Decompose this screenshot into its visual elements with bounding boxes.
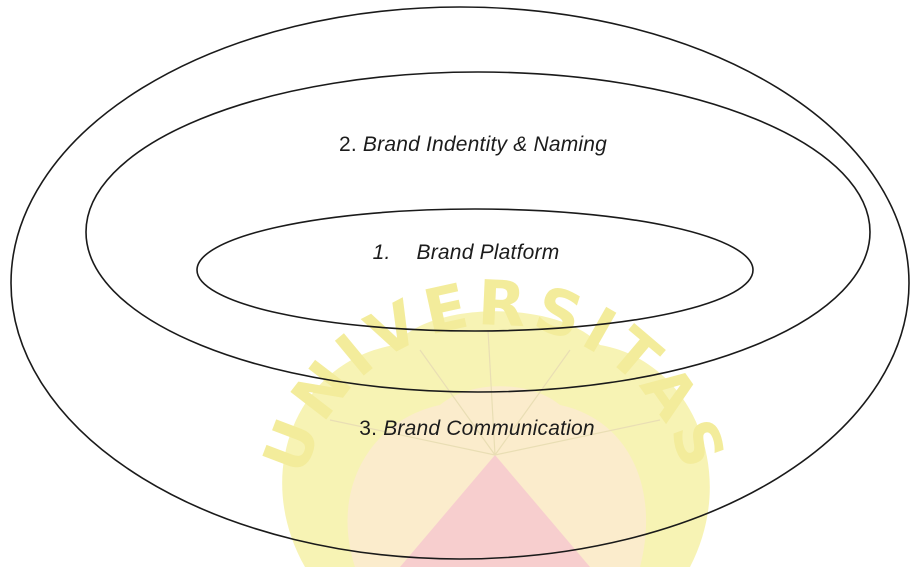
ring-number: 2. — [338, 133, 357, 156]
middle-ellipse-brand-identity — [85, 71, 871, 393]
ring-name: Brand Indentity & Naming — [362, 133, 608, 156]
ring-number: 3. — [359, 417, 378, 440]
seal-rays — [329, 329, 661, 456]
outer-ellipse-brand-communication — [10, 6, 910, 560]
label-brand-platform: 1. Brand Platform — [373, 241, 560, 265]
ring-number: 1. — [372, 241, 391, 264]
ring-name: Brand Platform — [416, 241, 560, 264]
label-brand-identity-naming: 2. Brand Indentity & Naming — [339, 133, 607, 157]
inner-ellipse-brand-platform — [196, 208, 754, 332]
ring-name: Brand Communication — [383, 417, 595, 440]
label-brand-communication: 3. Brand Communication — [359, 417, 595, 441]
seal-triangle-shape — [400, 455, 590, 567]
